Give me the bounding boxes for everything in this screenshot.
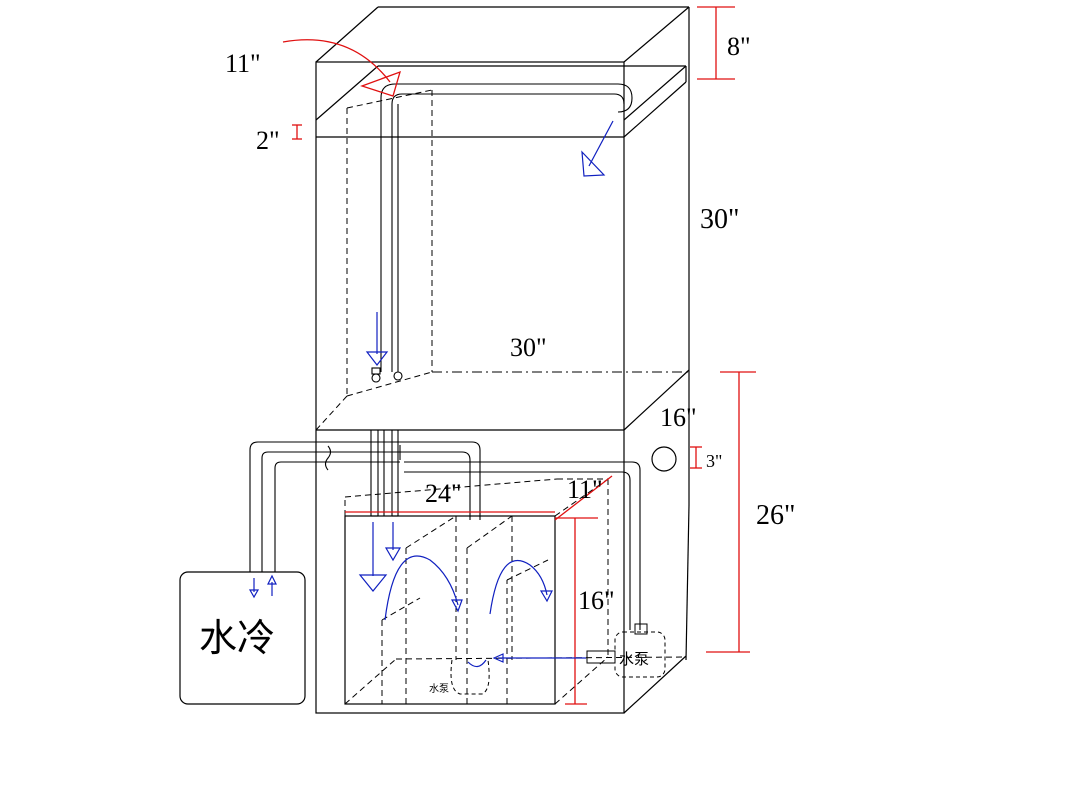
label-top-height: 8" [727,32,751,61]
label-tank-depth: 30" [510,333,547,362]
chiller-hoses [249,441,641,630]
label-drain-width: 11" [225,49,261,78]
sump-hidden-edges [344,478,687,705]
label-pump-side: 水泵 [619,650,649,668]
sump-front [344,515,556,705]
drain-pipes [370,430,401,517]
label-pump-inner: 水泵 [429,683,449,695]
return-port [651,446,677,472]
label-sump-width: 11" [567,475,603,504]
label-chiller: 水冷 [199,616,275,660]
sump [344,515,556,705]
label-sump-length: 24" [425,479,462,508]
stand-frame [315,6,690,714]
label-cabinet-height: 26" [756,500,795,531]
overflow-pipe [371,83,633,383]
inner-pump-body [450,659,490,695]
pump-outlet [634,623,648,635]
label-overflow-gap: 2" [256,126,280,155]
dimension-lines [282,6,756,705]
tank-hidden-edges [315,89,433,431]
label-pipe-offset: 3" [706,451,722,471]
label-tank-height: 30" [700,204,739,235]
label-cabinet-depth: 16" [660,403,697,432]
flow-arrows [248,120,614,668]
label-sump-height: 16" [578,586,615,615]
pump-inlet [586,650,616,664]
overflow-flow-arrow [588,120,614,167]
front-frame [315,61,625,714]
chiller-box [179,571,306,705]
